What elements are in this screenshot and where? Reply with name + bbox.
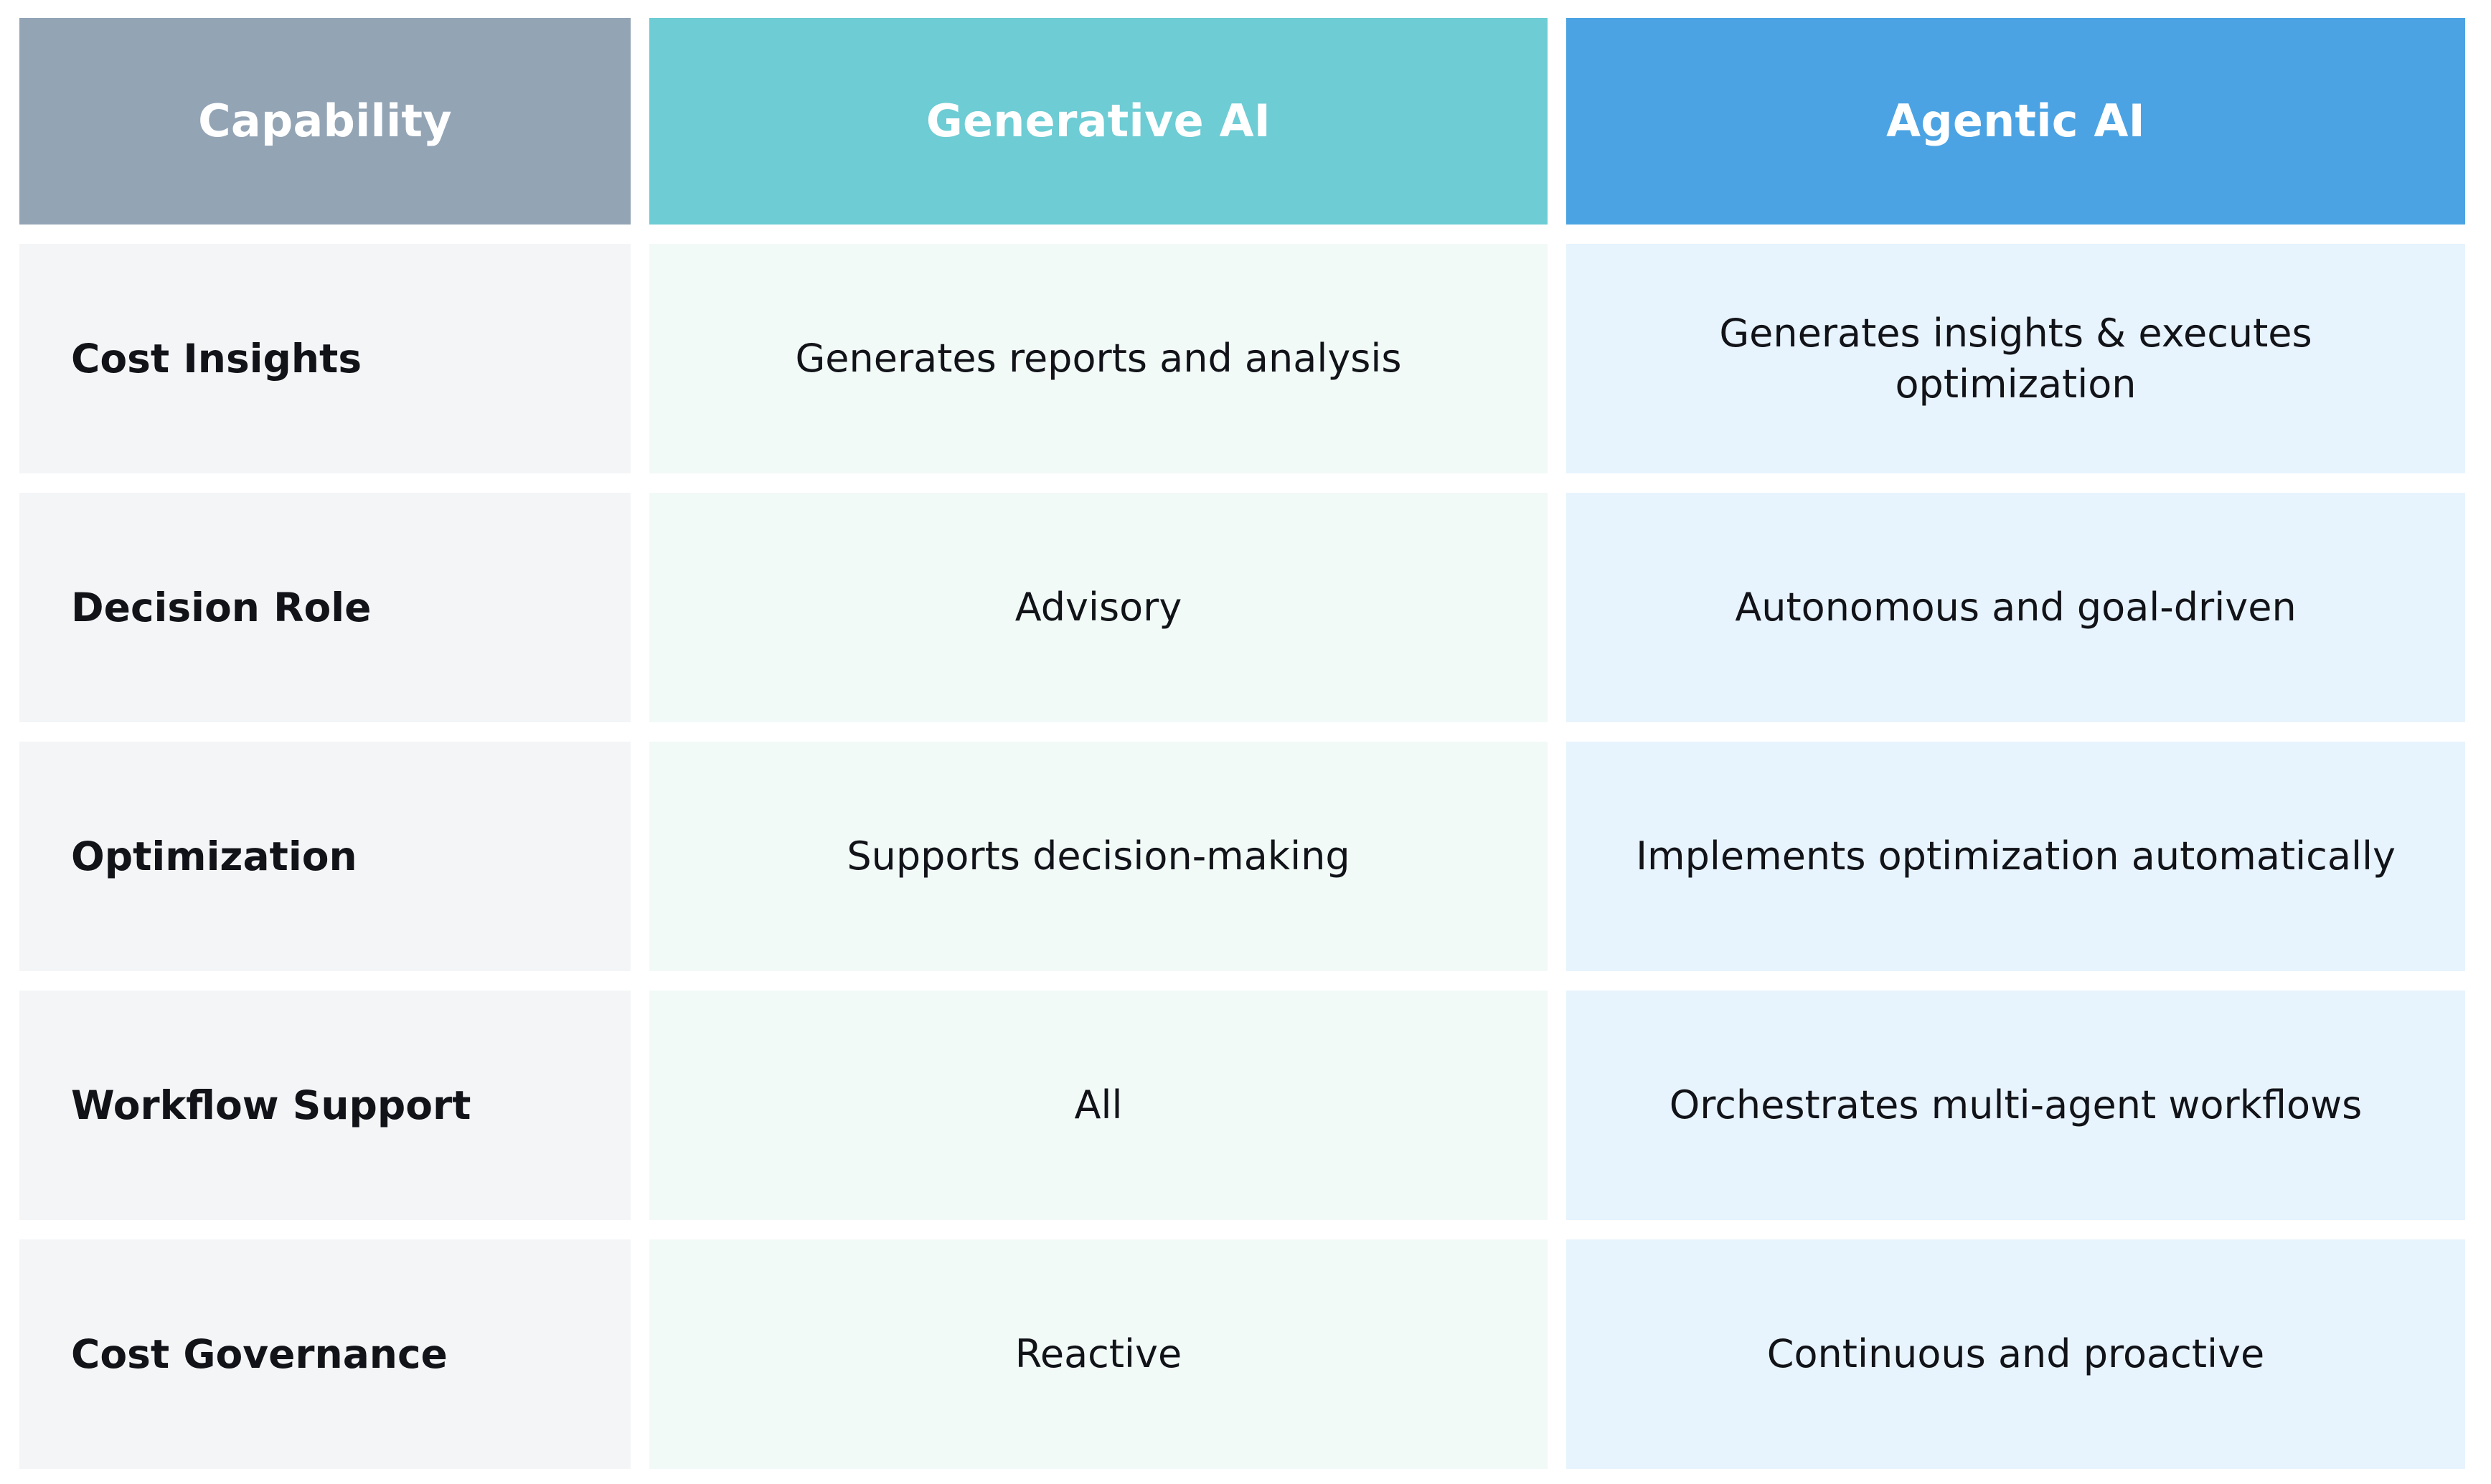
generative-value: Reactive bbox=[1014, 1331, 1182, 1377]
table-row-generative-cell: Reactive bbox=[649, 1239, 1548, 1469]
table-row-capability-cell: Cost Governance bbox=[19, 1239, 631, 1469]
agentic-value: Orchestrates multi-agent workflows bbox=[1669, 1082, 2363, 1128]
agentic-value: Implements optimization automatically bbox=[1636, 833, 2396, 879]
generative-value: Advisory bbox=[1014, 585, 1182, 630]
table-row-capability-cell: Optimization bbox=[19, 742, 631, 971]
table-row-agentic-cell: Autonomous and goal-driven bbox=[1566, 493, 2465, 722]
table-row-generative-cell: Supports decision-making bbox=[649, 742, 1548, 971]
generative-value: Supports decision-making bbox=[847, 833, 1350, 879]
capability-label: Cost Insights bbox=[71, 335, 362, 382]
capability-label: Decision Role bbox=[71, 584, 372, 630]
table-row-capability-cell: Workflow Support bbox=[19, 991, 631, 1220]
table-row-agentic-cell: Orchestrates multi-agent workflows bbox=[1566, 991, 2465, 1220]
generative-value: All bbox=[1074, 1082, 1123, 1128]
column-header-generative-ai: Generative AI bbox=[649, 18, 1548, 225]
agentic-value: Autonomous and goal-driven bbox=[1735, 585, 2297, 630]
column-header-agentic-ai: Agentic AI bbox=[1566, 18, 2465, 225]
table-row-agentic-cell: Implements optimization automatically bbox=[1566, 742, 2465, 971]
generative-value: Generates reports and analysis bbox=[795, 336, 1402, 382]
table-row-capability-cell: Decision Role bbox=[19, 493, 631, 722]
table-row-agentic-cell: Continuous and proactive bbox=[1566, 1239, 2465, 1469]
column-header-agentic-ai-label: Agentic AI bbox=[1886, 94, 2145, 147]
column-header-generative-ai-label: Generative AI bbox=[926, 94, 1271, 147]
capability-label: Workflow Support bbox=[71, 1082, 471, 1128]
table-row-generative-cell: Advisory bbox=[649, 493, 1548, 722]
table-row-generative-cell: Generates reports and analysis bbox=[649, 244, 1548, 473]
table-row-agentic-cell: Generates insights & executes optimizati… bbox=[1566, 244, 2465, 473]
capability-label: Optimization bbox=[71, 833, 357, 879]
column-header-capability-label: Capability bbox=[198, 94, 452, 147]
capability-label: Cost Governance bbox=[71, 1331, 448, 1377]
agentic-value: Generates insights & executes optimizati… bbox=[1719, 310, 2312, 407]
table-row-generative-cell: All bbox=[649, 991, 1548, 1220]
column-header-capability: Capability bbox=[19, 18, 631, 225]
agentic-value: Continuous and proactive bbox=[1766, 1331, 2265, 1377]
capability-comparison-table: Capability Generative AI Agentic AI Cost… bbox=[19, 18, 2466, 1469]
table-row-capability-cell: Cost Insights bbox=[19, 244, 631, 473]
